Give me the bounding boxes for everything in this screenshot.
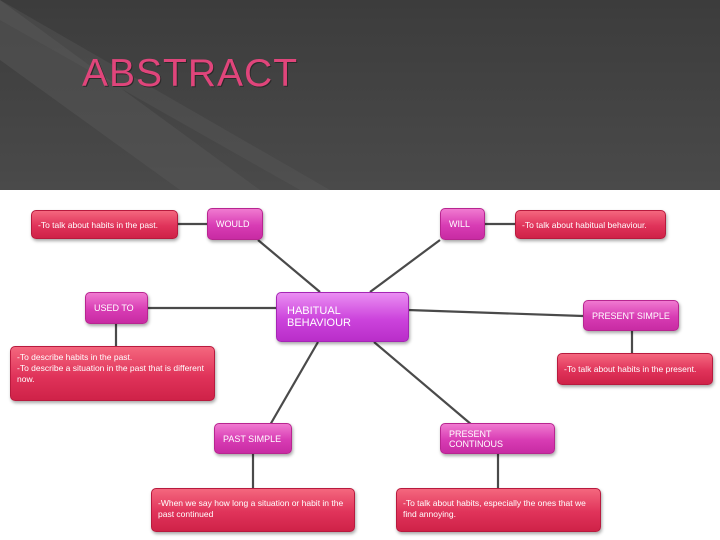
note-past-simple-line-2: past continued — [158, 509, 214, 519]
note-present-simple-line-1: -To talk about habits in the present. — [564, 364, 697, 374]
connector-present-continous — [373, 341, 473, 426]
connector-present-simple — [407, 308, 584, 318]
note-past-simple-line-1: -When we say how long a situation or hab… — [158, 498, 344, 508]
connector-lines — [114, 222, 634, 488]
topic-node-would: WOULD — [207, 208, 263, 240]
topic-node-past-simple: PAST SIMPLE — [214, 423, 292, 454]
topic-label-present-simple: PRESENT SIMPLE — [592, 310, 670, 321]
slide-header: ABSTRACT — [0, 0, 720, 190]
header-diagonal-stripe — [0, 0, 330, 190]
note-used-to-line-2: -To describe a situation in the past tha… — [17, 363, 204, 373]
note-used-to-line-3: now. — [17, 374, 35, 384]
note-present-continous: -To talk about habits, especially the on… — [396, 488, 601, 532]
topic-node-will: WILL — [440, 208, 485, 240]
connector-past-simple — [269, 341, 319, 426]
topic-node-present-simple: PRESENT SIMPLE — [583, 300, 679, 331]
note-will-line-1: -To talk about habitual behaviour. — [522, 220, 647, 230]
note-would: -To talk about habits in the past. — [31, 210, 178, 239]
slide-title: ABSTRACT — [82, 52, 299, 95]
topic-label-would: WOULD — [216, 219, 250, 229]
connector-will — [369, 239, 441, 293]
connector-would — [257, 239, 321, 293]
central-node-label: HABITUAL BEHAVIOUR — [287, 305, 351, 329]
topic-label-past-simple: PAST SIMPLE — [223, 433, 282, 444]
topic-label-used-to: USED TO — [94, 303, 134, 313]
topic-label-present-continous: PRESENT CONTINOUS — [449, 428, 503, 449]
note-present-continous-line-2: find annoying. — [403, 509, 456, 519]
note-will: -To talk about habitual behaviour. — [515, 210, 666, 239]
topic-node-present-continous: PRESENT CONTINOUS — [440, 423, 555, 454]
note-used-to: -To describe habits in the past. -To des… — [10, 346, 215, 401]
header-diagonal-band — [0, 0, 260, 190]
topic-node-used-to: USED TO — [85, 292, 148, 324]
central-node-habitual-behaviour: HABITUAL BEHAVIOUR — [276, 292, 409, 342]
header-decoration — [0, 0, 330, 190]
note-present-continous-line-1: -To talk about habits, especially the on… — [403, 498, 586, 508]
topic-label-will: WILL — [449, 219, 471, 229]
note-past-simple: -When we say how long a situation or hab… — [151, 488, 355, 532]
note-would-line-1: -To talk about habits in the past. — [38, 220, 159, 230]
note-used-to-line-1: -To describe habits in the past. — [17, 352, 133, 362]
note-present-simple: -To talk about habits in the present. — [557, 353, 713, 385]
mind-map: HABITUAL BEHAVIOUR WOULD WILL USED TO PR… — [0, 190, 720, 540]
